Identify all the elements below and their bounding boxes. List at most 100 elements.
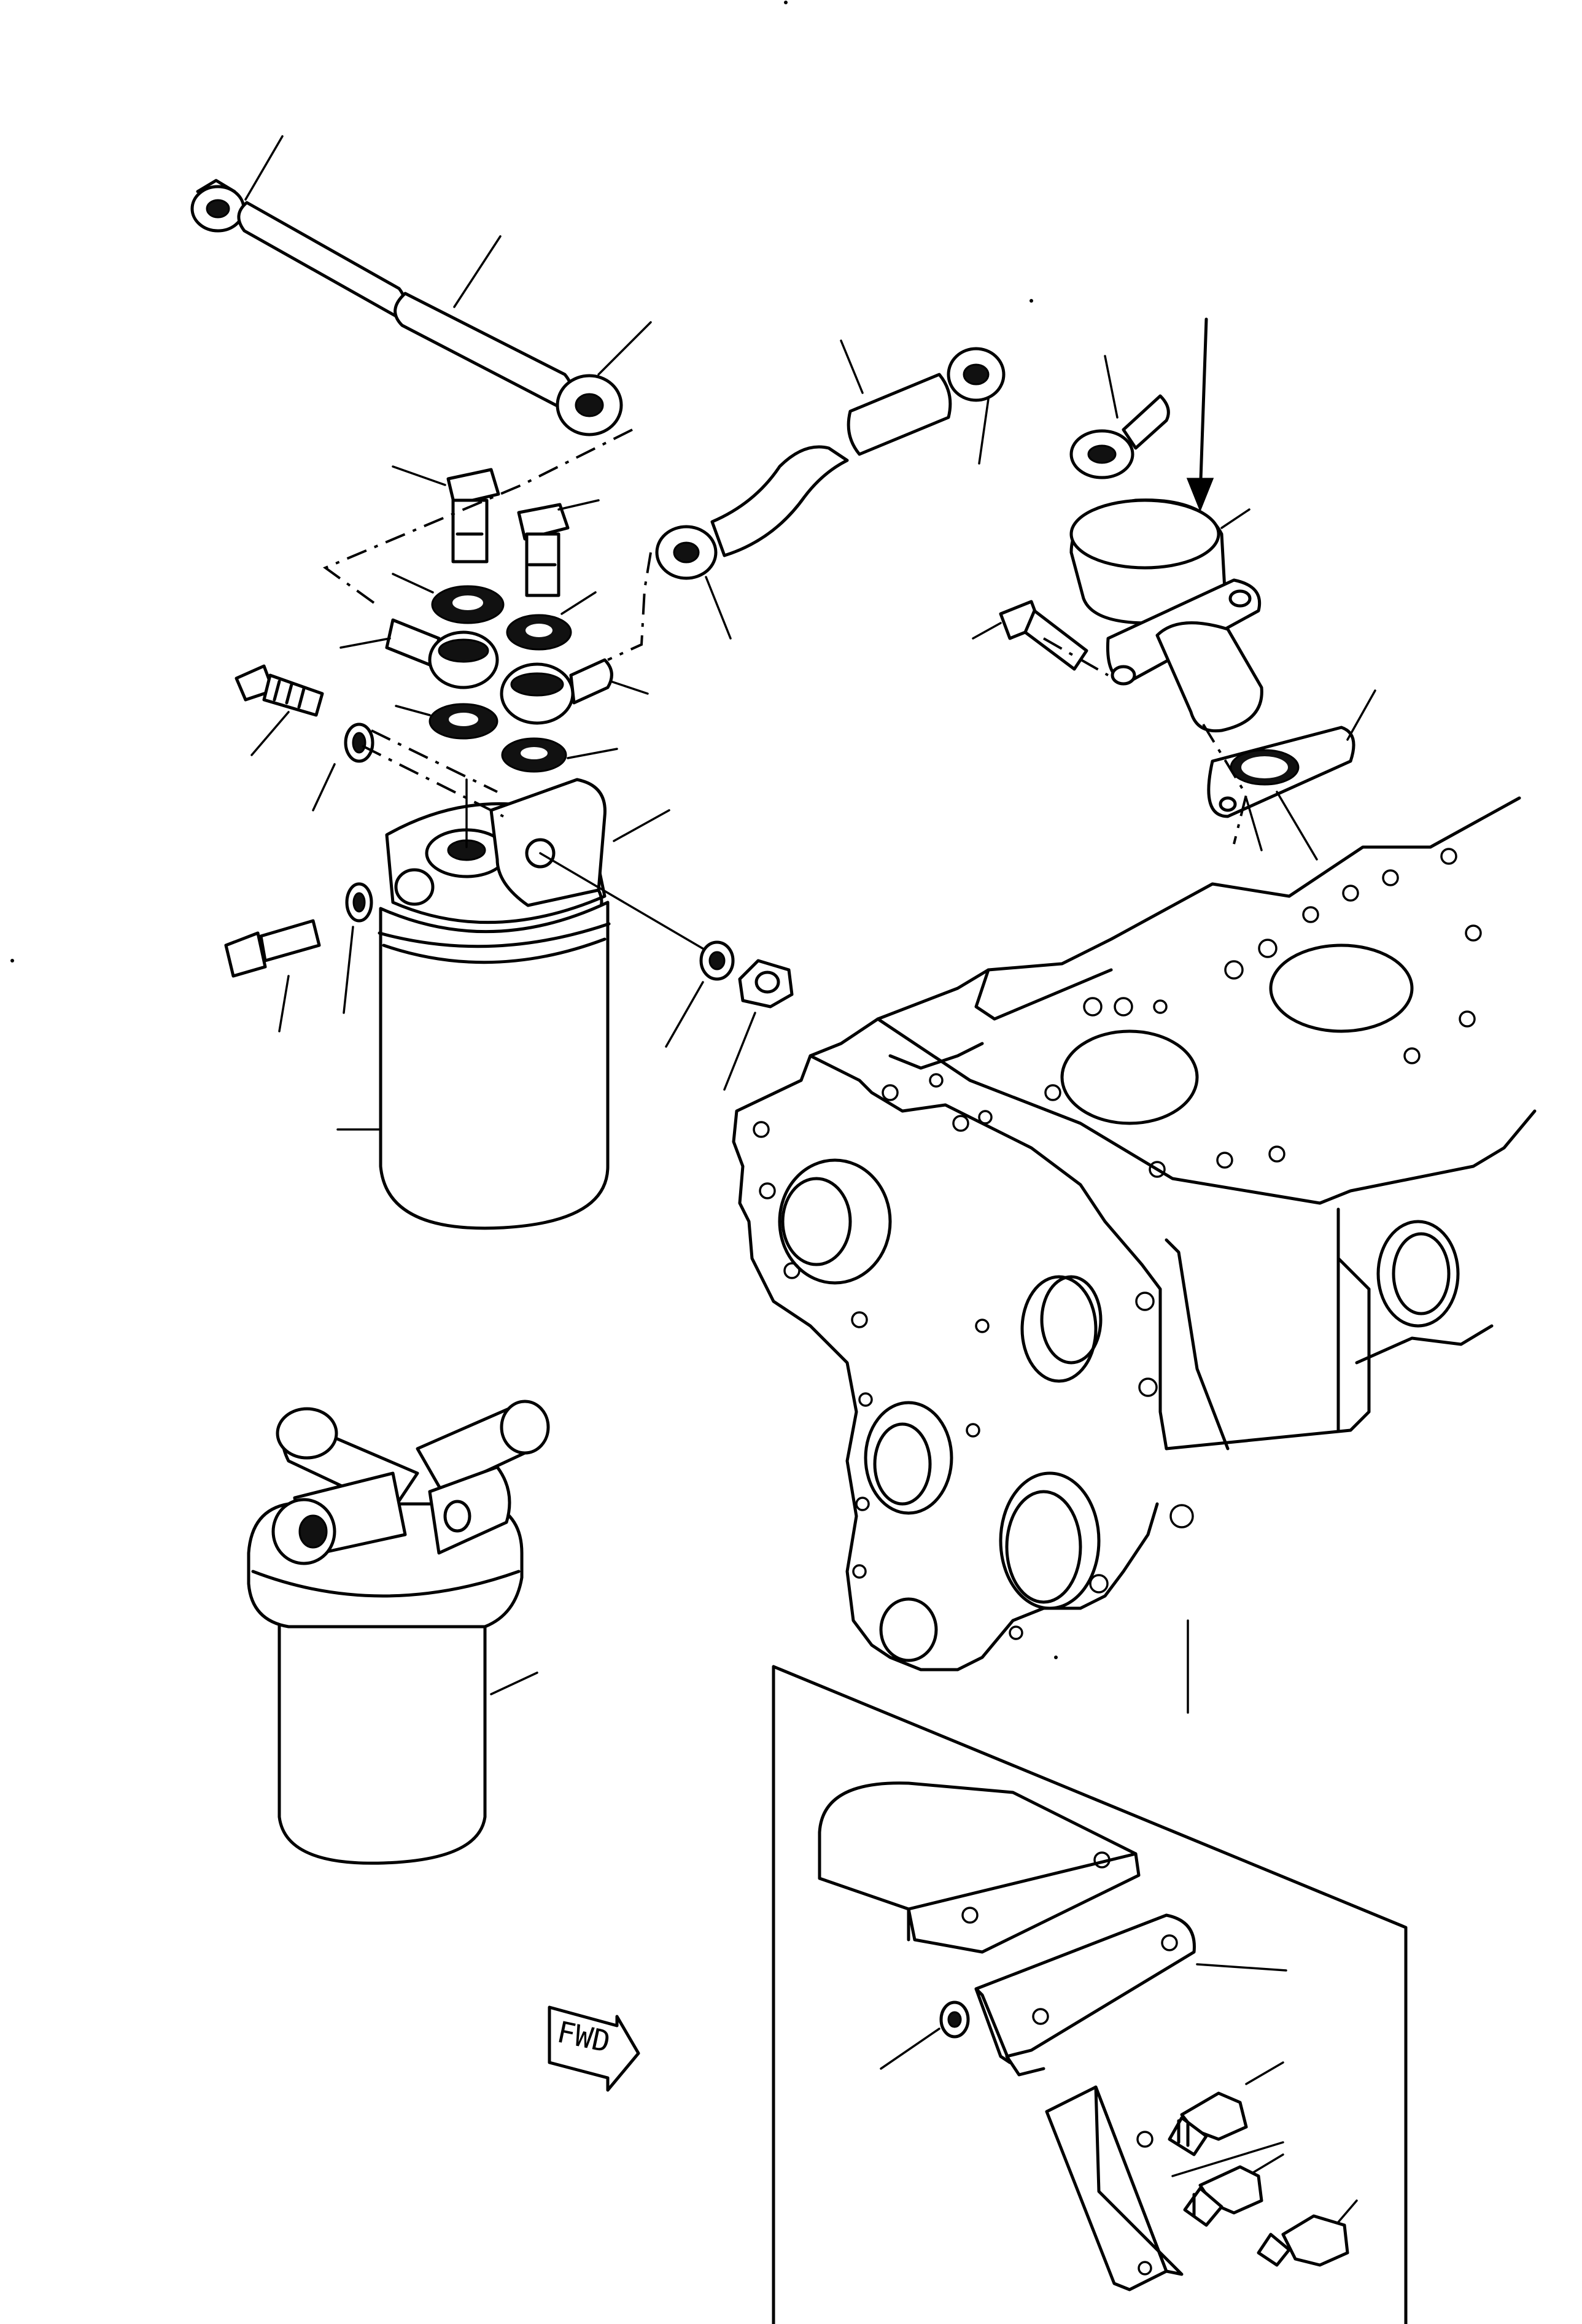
gear-opening bbox=[873, 1422, 932, 1506]
adapter-spigot bbox=[1155, 621, 1263, 733]
bracket-bolt-middle bbox=[1183, 2165, 1263, 2227]
leader-line bbox=[665, 981, 704, 1048]
leader-line bbox=[1196, 1963, 1287, 1972]
leader-line bbox=[392, 573, 434, 594]
gear-opening bbox=[879, 1597, 938, 1662]
arrow-shaft bbox=[1198, 317, 1208, 499]
assembly-line bbox=[1043, 637, 1109, 676]
flange-bolt bbox=[999, 600, 1088, 671]
leader-line bbox=[343, 926, 354, 1014]
fuel-hose-curved bbox=[710, 445, 849, 557]
mounting-bolt-upper bbox=[235, 664, 324, 717]
scan-speck bbox=[1029, 299, 1033, 303]
leader-line bbox=[1251, 2153, 1284, 2174]
mounting-plate bbox=[818, 1781, 1141, 1954]
sealing-washer bbox=[506, 614, 572, 651]
leader-line bbox=[339, 637, 391, 649]
filter-head-alternate bbox=[247, 1400, 550, 1629]
leader-line bbox=[972, 622, 1002, 640]
leader-line bbox=[1337, 2199, 1358, 2223]
port-opening bbox=[1392, 1232, 1451, 1315]
leader-line bbox=[1346, 689, 1376, 741]
hose-clamp-left bbox=[190, 179, 246, 233]
assembly-line bbox=[322, 428, 633, 609]
banjo-bolt-left bbox=[446, 468, 500, 564]
leader-line bbox=[1276, 791, 1318, 861]
bracket-inset bbox=[772, 1665, 1408, 2324]
leader-line bbox=[278, 975, 290, 1032]
hex-nut-right bbox=[738, 959, 794, 1009]
leader-line bbox=[567, 748, 618, 759]
filter-head bbox=[385, 778, 607, 924]
upper-hose-assembly bbox=[190, 135, 652, 436]
bracket-bolt-lower bbox=[1257, 2214, 1349, 2267]
banjo-eye-left bbox=[385, 618, 499, 689]
engine-block bbox=[732, 796, 1537, 1714]
hose-clamp-right bbox=[556, 374, 623, 436]
eye-fitting bbox=[1069, 394, 1170, 479]
sealing-washer bbox=[428, 703, 498, 740]
gear-opening bbox=[781, 1177, 852, 1266]
port-opening bbox=[1376, 1220, 1460, 1328]
cylinder-bore bbox=[1060, 1029, 1199, 1125]
assembly-line bbox=[362, 745, 504, 818]
leader-line bbox=[250, 711, 290, 756]
hose-clamp bbox=[655, 525, 718, 580]
leader-line bbox=[610, 680, 649, 695]
mounting-bolt-lower bbox=[224, 919, 321, 978]
leader-line bbox=[395, 705, 431, 716]
gear-opening bbox=[1005, 1490, 1082, 1604]
leader-line bbox=[1171, 2141, 1284, 2177]
fwd-direction-marker: FWD bbox=[548, 2005, 640, 2092]
leader-line bbox=[1245, 797, 1263, 851]
sealing-washer bbox=[501, 737, 567, 773]
leader-line bbox=[613, 809, 670, 842]
leader-line bbox=[557, 499, 600, 511]
lock-washer-right bbox=[699, 940, 735, 981]
leader-line bbox=[1220, 508, 1250, 529]
lower-hose-assembly bbox=[607, 339, 1006, 661]
leader-line bbox=[723, 1012, 756, 1091]
gear-opening bbox=[1020, 1275, 1098, 1383]
filter-bowl bbox=[277, 1606, 487, 1865]
lock-washer-upper bbox=[344, 722, 374, 763]
scan-speck bbox=[1054, 1656, 1058, 1659]
adapter-housing bbox=[1069, 498, 1227, 625]
fuel-hose-segment-1 bbox=[237, 201, 406, 318]
gear-opening bbox=[999, 1471, 1101, 1610]
banjo-bolt-right bbox=[517, 503, 570, 597]
sealing-washer bbox=[431, 585, 505, 624]
bracket-lower bbox=[1045, 2085, 1184, 2291]
scan-speck bbox=[784, 1, 788, 4]
hose-clip bbox=[939, 2001, 970, 2039]
bracket-upper bbox=[974, 1913, 1196, 2077]
axis-line bbox=[539, 852, 719, 959]
gear-opening bbox=[864, 1401, 953, 1515]
leader-line bbox=[597, 321, 652, 376]
leader-line bbox=[1104, 355, 1119, 419]
fuel-filter-main bbox=[224, 664, 794, 1230]
leader-line bbox=[840, 339, 864, 394]
leader-line bbox=[880, 2028, 940, 2070]
arrow-head bbox=[1186, 478, 1214, 513]
fuel-pump-adapter bbox=[972, 317, 1376, 861]
leader-line bbox=[453, 235, 502, 308]
leader-line bbox=[705, 576, 732, 640]
banjo-fittings bbox=[339, 465, 649, 773]
bracket-bolt-upper bbox=[1168, 2091, 1248, 2156]
lock-washer-lower bbox=[345, 882, 373, 923]
block-bolt-holes bbox=[753, 848, 1482, 1640]
leader-line bbox=[392, 465, 446, 486]
gear-opening bbox=[778, 1158, 892, 1285]
flange-gasket bbox=[1207, 726, 1355, 818]
gear-opening bbox=[1040, 1275, 1103, 1365]
inset-frame bbox=[772, 1665, 1408, 2324]
cylinder-bore bbox=[1269, 943, 1414, 1033]
hose-clamp bbox=[947, 347, 1006, 402]
leader-line bbox=[244, 135, 284, 201]
leader-line bbox=[1245, 2061, 1284, 2085]
leader-line bbox=[312, 763, 336, 811]
fuel-filter-alternate bbox=[247, 1400, 550, 1865]
leader-line bbox=[978, 398, 990, 465]
